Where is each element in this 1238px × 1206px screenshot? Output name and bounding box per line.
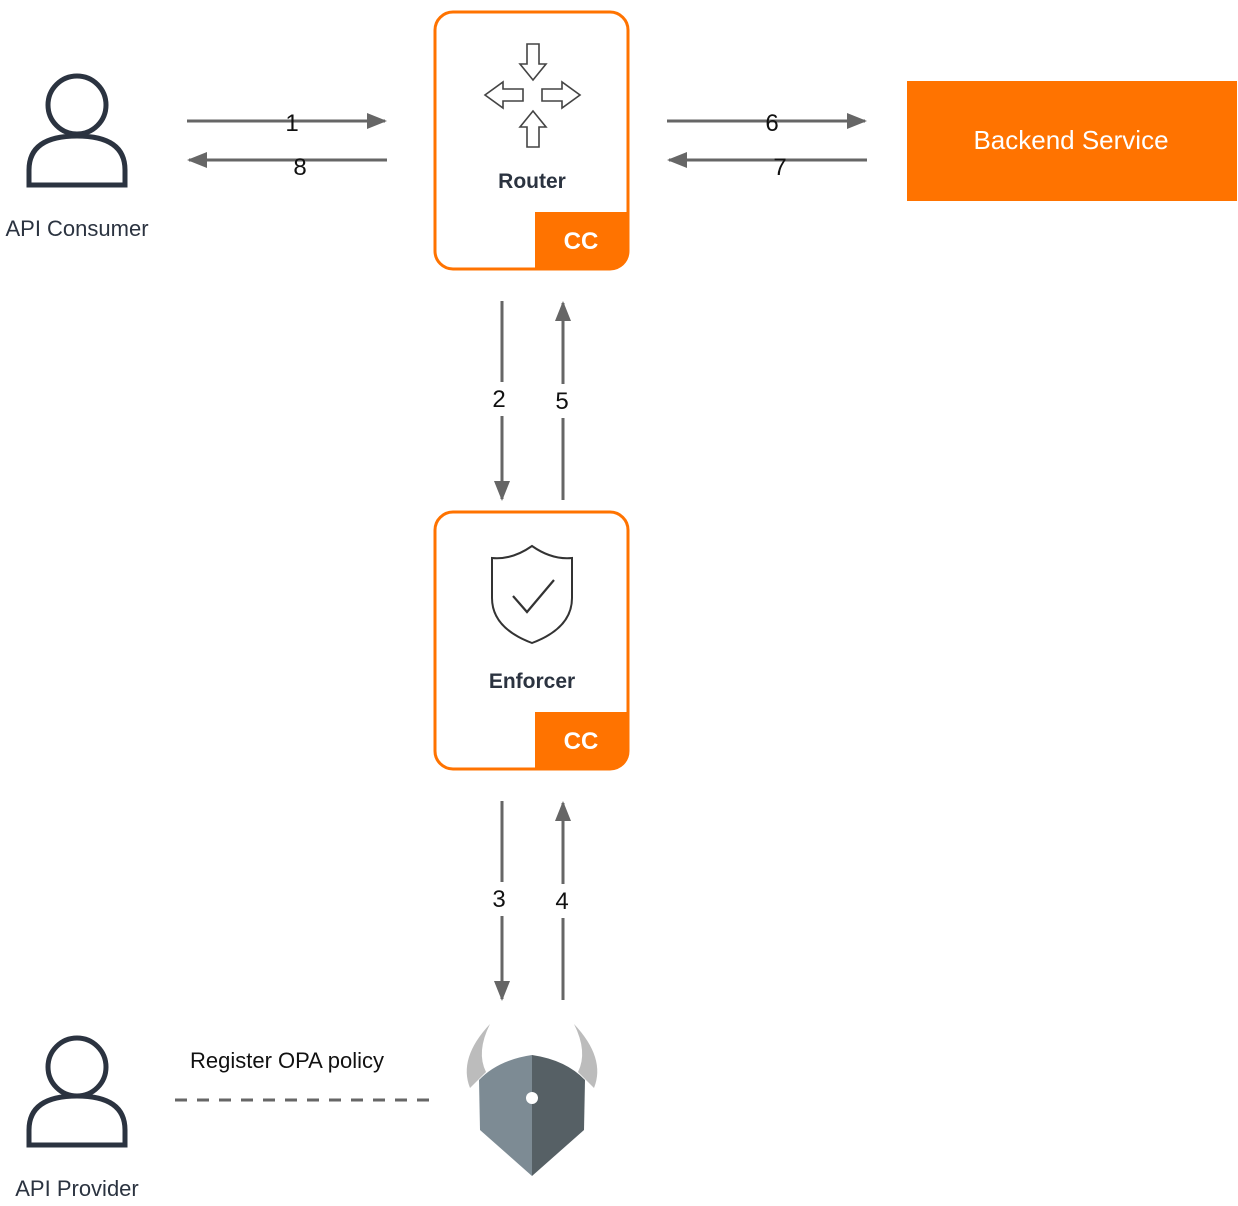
shield-check-icon xyxy=(491,544,573,645)
edge-step-label: 5 xyxy=(555,388,568,415)
edge-step-label: 1 xyxy=(285,110,298,137)
router-box xyxy=(433,10,630,271)
edge-step-4: 4 xyxy=(551,801,575,1000)
enforcer-badge-label: CC xyxy=(564,728,599,755)
edge-step-3: 3 xyxy=(490,801,514,1001)
opa-viking-icon xyxy=(466,1024,598,1176)
edge-step-1: 1 xyxy=(187,110,387,137)
edge-step-5: 5 xyxy=(551,301,575,500)
edge-step-label: 6 xyxy=(765,110,778,137)
api-consumer-label: API Consumer xyxy=(5,216,148,241)
edge-step-label: 8 xyxy=(293,154,306,181)
enforcer-label: Enforcer xyxy=(489,670,575,693)
api-consumer-node: API Consumer xyxy=(5,73,149,241)
api-provider-node: API Provider xyxy=(15,1035,139,1201)
backend-service-label: Backend Service xyxy=(973,125,1168,155)
enforcer-box xyxy=(433,510,630,771)
edge-step-label: 7 xyxy=(773,154,786,181)
router-label: Router xyxy=(498,170,566,193)
edge-step-6: 6 xyxy=(667,110,867,137)
register-policy-link: Register OPA policy xyxy=(175,1048,430,1102)
register-policy-label: Register OPA policy xyxy=(190,1048,384,1073)
enforcer-badge xyxy=(535,712,628,769)
edge-step-7: 7 xyxy=(667,152,867,181)
api-provider-label: API Provider xyxy=(15,1176,139,1201)
enforcer-node: Enforcer CC xyxy=(433,510,630,771)
router-node: Router CC xyxy=(433,10,630,271)
router-badge-label: CC xyxy=(564,228,599,255)
router-arrows-icon xyxy=(483,43,582,148)
edge-step-2: 2 xyxy=(490,301,514,501)
router-badge xyxy=(535,212,628,269)
edge-step-label: 2 xyxy=(492,386,505,413)
user-icon xyxy=(26,73,128,188)
backend-service-node: Backend Service xyxy=(907,81,1237,201)
backend-service-box xyxy=(907,81,1237,201)
edge-step-label: 4 xyxy=(555,888,568,915)
edge-step-label: 3 xyxy=(492,886,505,913)
edge-step-8: 8 xyxy=(187,152,387,181)
user-icon xyxy=(26,1035,128,1148)
